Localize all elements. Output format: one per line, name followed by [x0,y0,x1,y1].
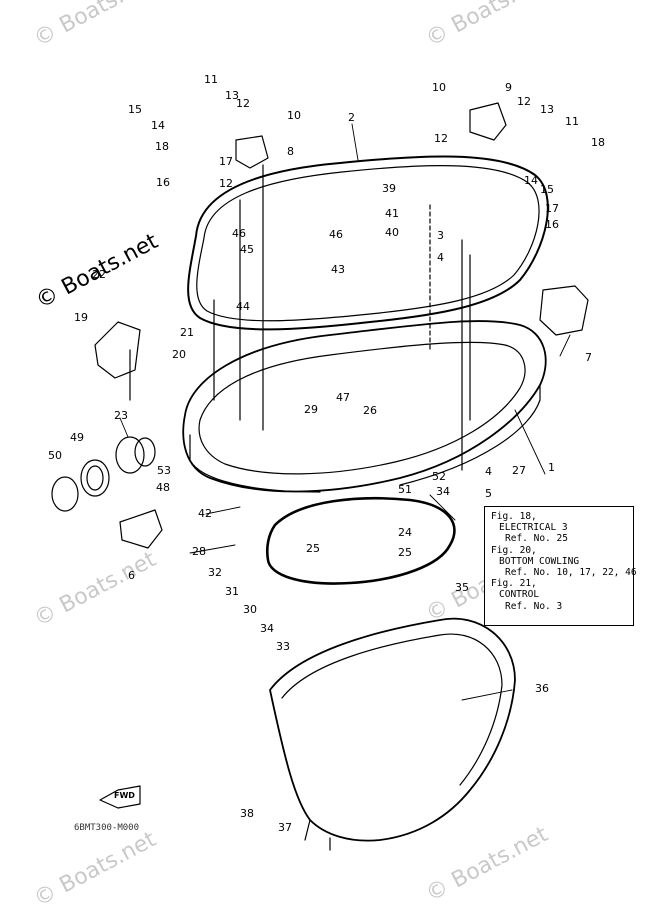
callout: 46 [329,228,343,241]
callout: 10 [287,109,301,122]
callout: 5 [485,487,492,500]
callout: 46 [232,227,246,240]
callout: 8 [287,145,294,158]
callout: 12 [434,132,448,145]
clamp-50 [51,476,79,512]
callout: 11 [204,73,218,86]
callout: 23 [114,409,128,422]
callout: 41 [385,207,399,220]
callout: 25 [306,542,320,555]
cover-6 [119,509,163,549]
grommet-49 [80,459,110,497]
callout: 53 [157,464,171,477]
fwd-label: FWD [114,791,135,800]
callout: 42 [198,507,212,520]
callout: 4 [485,465,492,478]
gasket [265,496,456,585]
note-line: Fig. 18, [491,511,537,522]
callout: 52 [432,470,446,483]
callout: 51 [398,483,412,496]
note-line: Ref. No. 25 [505,533,568,545]
callout: 17 [545,202,559,215]
callout: 28 [192,545,206,558]
callout: 26 [363,404,377,417]
bracket-8 [235,135,269,169]
callout: 47 [336,391,350,404]
callout: 33 [276,640,290,653]
callout: 6 [128,569,135,582]
fwd-arrow [99,785,141,809]
callout: 32 [208,566,222,579]
callout: 14 [524,174,538,187]
callout: 12 [219,177,233,190]
callout: 13 [540,103,554,116]
bracket-19 [94,321,141,379]
callout: 10 [432,81,446,94]
callout: 9 [505,81,512,94]
callout: 19 [74,311,88,324]
callout: 3 [437,229,444,242]
callout: 12 [517,95,531,108]
callout: 31 [225,585,239,598]
callout: 45 [240,243,254,256]
callout: 38 [240,807,254,820]
callout: 34 [260,622,274,635]
callout: 49 [70,431,84,444]
callout: 21 [180,326,194,339]
callout: 30 [243,603,257,616]
callout: 27 [512,464,526,477]
note-line: BOTTOM COWLING [499,555,580,567]
callout: 11 [565,115,579,128]
callout: 18 [591,136,605,149]
note-line: CONTROL [499,589,540,601]
callout: 13 [225,89,239,102]
callout: 15 [540,183,554,196]
callout: 4 [437,251,444,264]
cowling-seal-outer [187,155,549,331]
callout: 14 [151,119,165,132]
callout: 15 [128,103,142,116]
cowling-seal-inner [196,165,540,322]
callout: 36 [535,682,549,695]
bracket-9 [469,102,507,141]
callout: 50 [48,449,62,462]
callout: 7 [585,351,592,364]
note-line: Ref. No. 3 [505,600,563,612]
callout: 29 [304,403,318,416]
lower-cowling [269,617,516,842]
callout: 48 [156,481,170,494]
callout: 16 [156,176,170,189]
leader-lines [119,123,571,701]
callout: 44 [236,300,250,313]
callout: 2 [348,111,355,124]
side-bracket [539,285,589,336]
callout: 1 [548,461,555,474]
drawing-code: 6BMT300-M000 [74,823,140,833]
callout: 40 [385,226,399,239]
callout: 37 [278,821,292,834]
note-line: Fig. 21, [491,578,537,590]
callout: 25 [398,546,412,559]
callout: 34 [436,485,450,498]
callout: 35 [455,581,469,594]
callout: 20 [172,348,186,361]
connector-23 [115,436,145,474]
callout: 24 [398,526,412,539]
note-line: ELECTRICAL 3 [499,522,568,534]
callout: 43 [331,263,345,276]
callout: 18 [155,140,169,153]
callout: 39 [382,182,396,195]
callout: 22 [92,268,106,281]
note-line: Fig. 20, [491,544,537,556]
callout: 17 [219,155,233,168]
note-line: Ref. No. 10, 17, 22, 46 [505,567,637,579]
callout: 16 [545,218,559,231]
callout: 12 [236,97,250,110]
reference-note-box: Fig. 18, ELECTRICAL 3 Ref. No. 25 Fig. 2… [484,506,637,626]
